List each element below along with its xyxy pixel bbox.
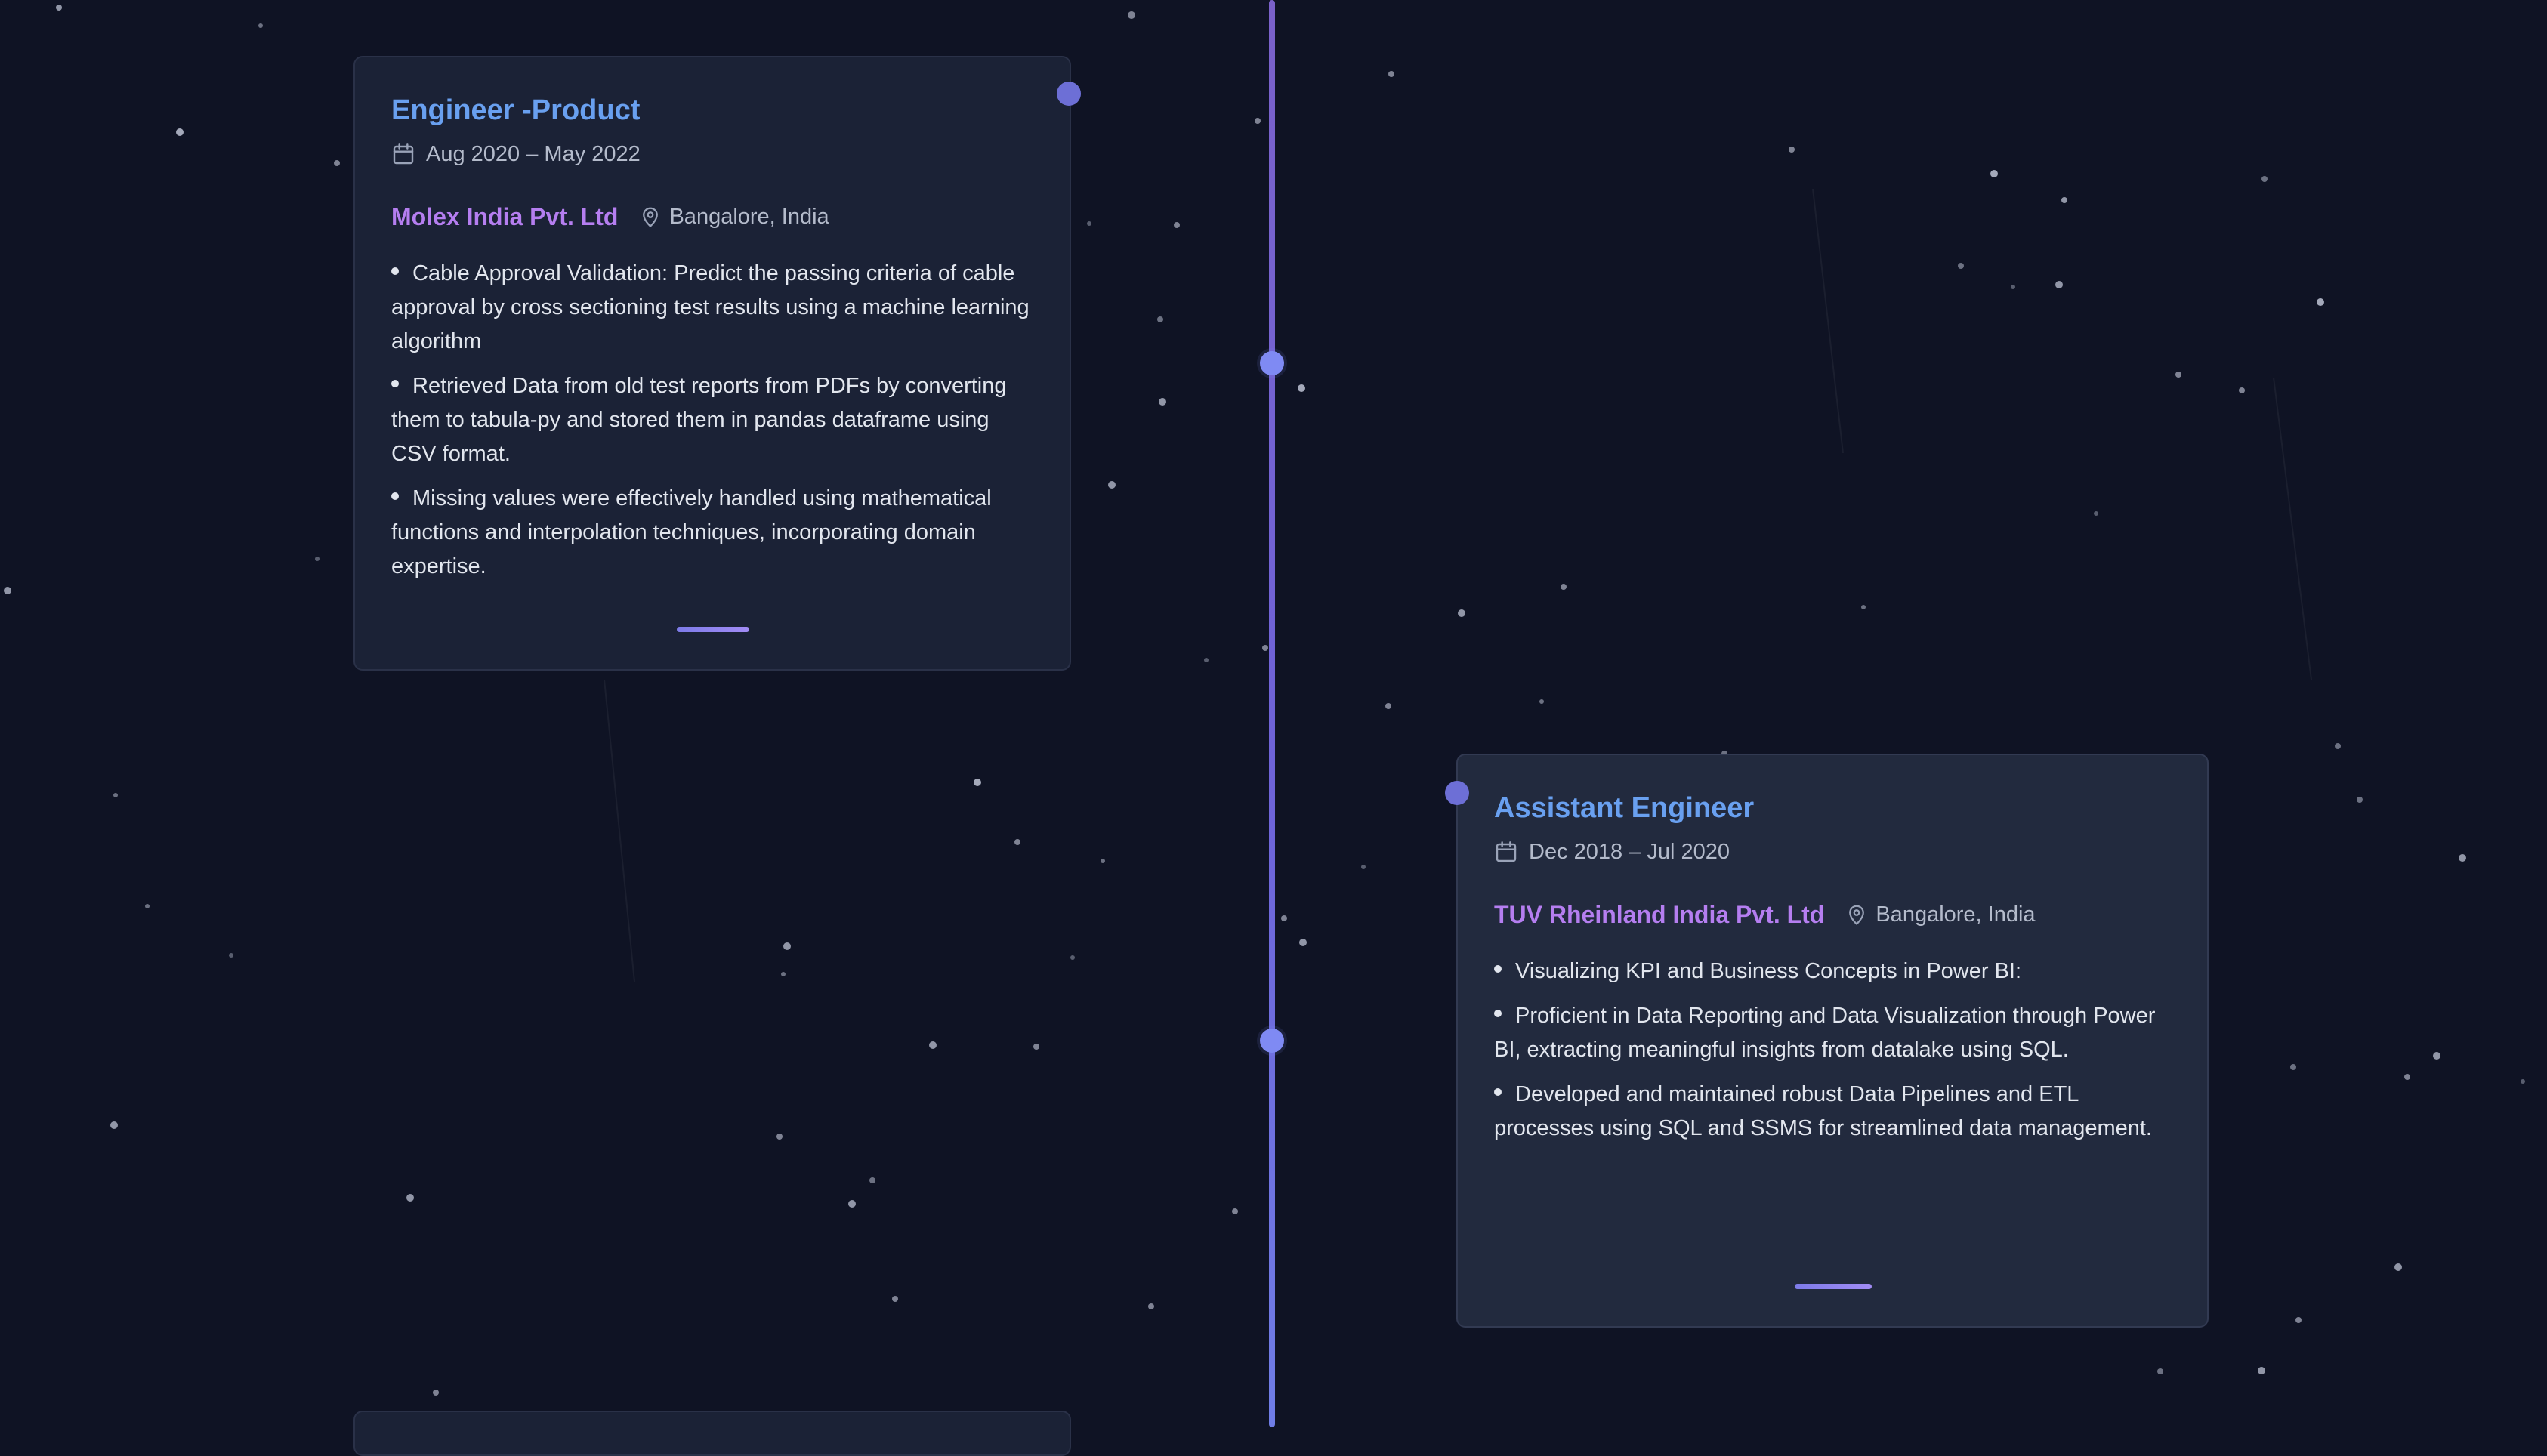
bullet-dot	[1494, 1087, 1502, 1096]
list-item-text: Developed and maintained robust Data Pip…	[1494, 1081, 2152, 1140]
location: Bangalore, India	[1845, 902, 2036, 927]
timeline-line	[1269, 0, 1275, 1427]
timeline-marker	[1260, 351, 1284, 375]
location-text: Bangalore, India	[669, 204, 829, 229]
list-item-text: Retrieved Data from old test reports fro…	[391, 373, 1007, 466]
list-item: Proficient in Data Reporting and Data Vi…	[1494, 999, 2171, 1067]
card-accent-bar	[677, 627, 749, 632]
date-range: Dec 2018 – Jul 2020	[1529, 839, 1730, 864]
experience-card: Engineer -Product Aug 2020 – May 2022 Mo…	[353, 56, 1071, 671]
date-row: Aug 2020 – May 2022	[391, 142, 1033, 167]
card-connector-dot	[1057, 82, 1081, 106]
responsibility-list: Visualizing KPI and Business Concepts in…	[1494, 955, 2171, 1146]
list-item: Visualizing KPI and Business Concepts in…	[1494, 955, 2171, 989]
company-name: Molex India Pvt. Ltd	[391, 202, 619, 230]
list-item: Missing values were effectively handled …	[391, 482, 1033, 584]
list-item-text: Proficient in Data Reporting and Data Vi…	[1494, 1003, 2156, 1062]
responsibility-list: Cable Approval Validation: Predict the p…	[391, 257, 1033, 584]
list-item: Retrieved Data from old test reports fro…	[391, 369, 1033, 471]
bullet-dot	[391, 379, 399, 387]
location-text: Bangalore, India	[1876, 902, 2036, 927]
job-title: Assistant Engineer	[1494, 792, 1755, 824]
date-range: Aug 2020 – May 2022	[426, 141, 641, 166]
card-connector-dot	[1445, 781, 1469, 805]
calendar-icon	[391, 142, 415, 166]
job-title: Engineer -Product	[391, 94, 641, 126]
list-item-text: Visualizing KPI and Business Concepts in…	[1515, 958, 2022, 983]
map-pin-icon	[1845, 903, 1868, 926]
location: Bangalore, India	[639, 205, 829, 230]
list-item: Cable Approval Validation: Predict the p…	[391, 257, 1033, 359]
card-accent-bar	[1795, 1284, 1872, 1289]
date-row: Dec 2018 – Jul 2020	[1494, 840, 2171, 865]
bullet-dot	[391, 492, 399, 500]
calendar-icon	[1494, 840, 1518, 864]
list-item: Developed and maintained robust Data Pip…	[1494, 1078, 2171, 1146]
bullet-dot	[1494, 964, 1502, 973]
list-item-text: Missing values were effectively handled …	[391, 486, 992, 578]
company-row: Molex India Pvt. Ltd Bangalore, India	[391, 203, 1033, 231]
experience-card-partial	[353, 1411, 1071, 1456]
company-name: TUV Rheinland India Pvt. Ltd	[1494, 900, 1825, 928]
timeline-marker	[1260, 1029, 1284, 1053]
map-pin-icon	[639, 205, 662, 228]
bullet-dot	[1494, 1009, 1502, 1017]
list-item-text: Cable Approval Validation: Predict the p…	[391, 261, 1030, 353]
company-row: TUV Rheinland India Pvt. Ltd Bangalore, …	[1494, 901, 2171, 929]
bullet-dot	[391, 267, 399, 275]
experience-card: Assistant Engineer Dec 2018 – Jul 2020 T…	[1456, 754, 2209, 1328]
